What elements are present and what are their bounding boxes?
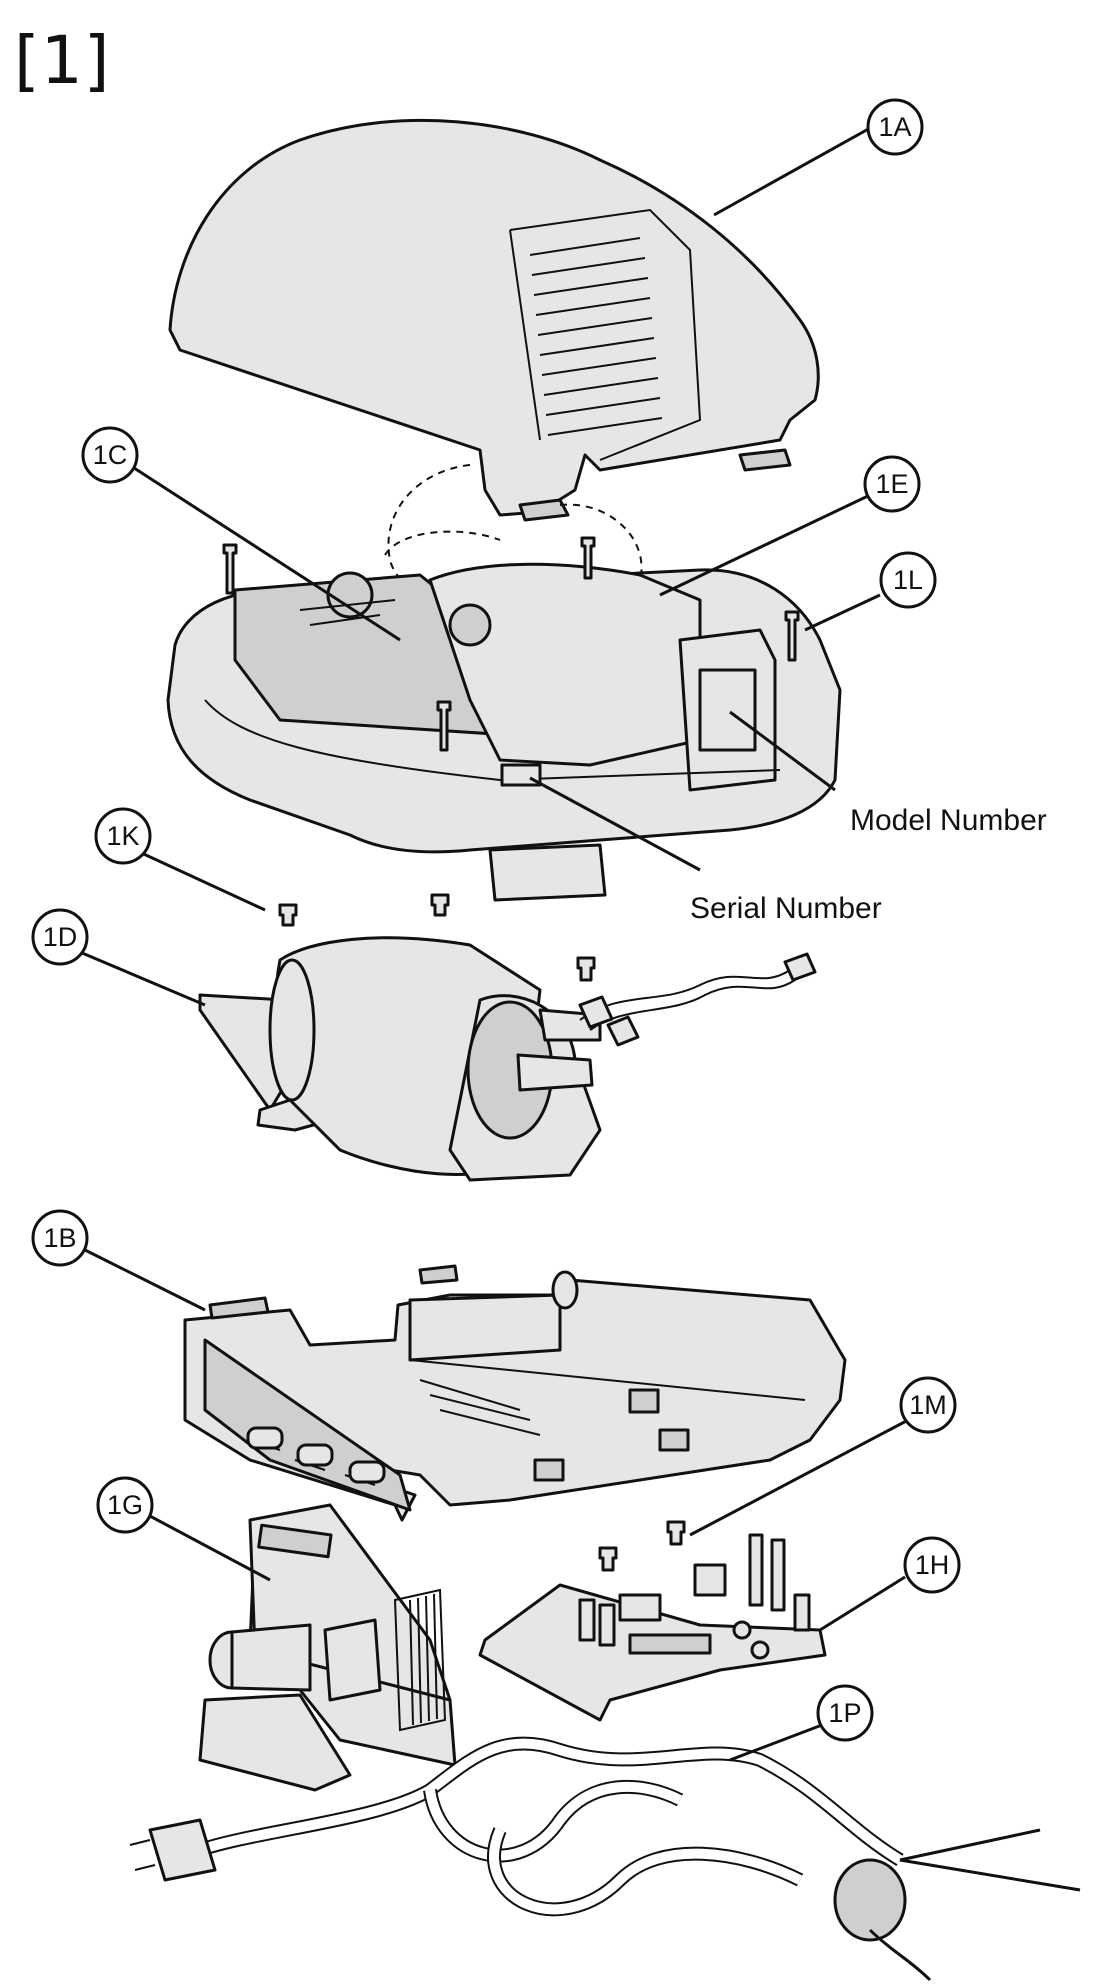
callout-bubble-1K: 1K xyxy=(94,807,152,865)
screw-set xyxy=(222,536,800,1572)
callout-label-1B: 1B xyxy=(43,1223,76,1253)
callout-bubble-1C: 1C xyxy=(81,426,139,484)
callout-bubble-1G: 1G xyxy=(96,1476,154,1534)
callout-bubble-1P: 1P xyxy=(816,1684,874,1742)
power-cord-part-1P xyxy=(129,1736,1081,1982)
transformer-module-part-1G xyxy=(198,1503,457,1792)
callout-label-1C: 1C xyxy=(93,440,128,470)
callout-label-1E: 1E xyxy=(875,469,908,499)
callout-bubble-1H: 1H xyxy=(903,1536,961,1594)
callout-label-1M: 1M xyxy=(909,1390,947,1420)
motor-part-1D xyxy=(198,936,817,1182)
callout-label-1G: 1G xyxy=(107,1490,143,1520)
logic-board-part-1H xyxy=(478,1533,827,1722)
callout-bubble-1B: 1B xyxy=(31,1209,89,1267)
callout-bubble-1M: 1M xyxy=(899,1376,957,1434)
callout-bubble-1A: 1A xyxy=(866,98,924,156)
leader-lines xyxy=(74,125,913,1762)
callout-label-1H: 1H xyxy=(915,1550,950,1580)
callout-bubble-1D: 1D xyxy=(31,908,89,966)
chassis-housing-part-1E xyxy=(166,562,842,902)
tray-part-1B xyxy=(183,1264,847,1522)
callout-bubble-1E: 1E xyxy=(863,455,921,513)
callout-label-1D: 1D xyxy=(43,922,78,952)
callout-label-1P: 1P xyxy=(828,1698,861,1728)
cover-part-1A xyxy=(168,118,820,522)
callout-bubble-1L: 1L xyxy=(879,551,937,609)
figure-label: [1] xyxy=(14,22,111,99)
callout-label-1L: 1L xyxy=(893,565,923,595)
callout-label-1A: 1A xyxy=(878,112,911,142)
cover-vent-slots xyxy=(529,237,663,436)
model-number-label: Model Number xyxy=(850,804,1047,837)
serial-number-label: Serial Number xyxy=(690,892,882,925)
callout-label-1K: 1K xyxy=(106,821,139,851)
